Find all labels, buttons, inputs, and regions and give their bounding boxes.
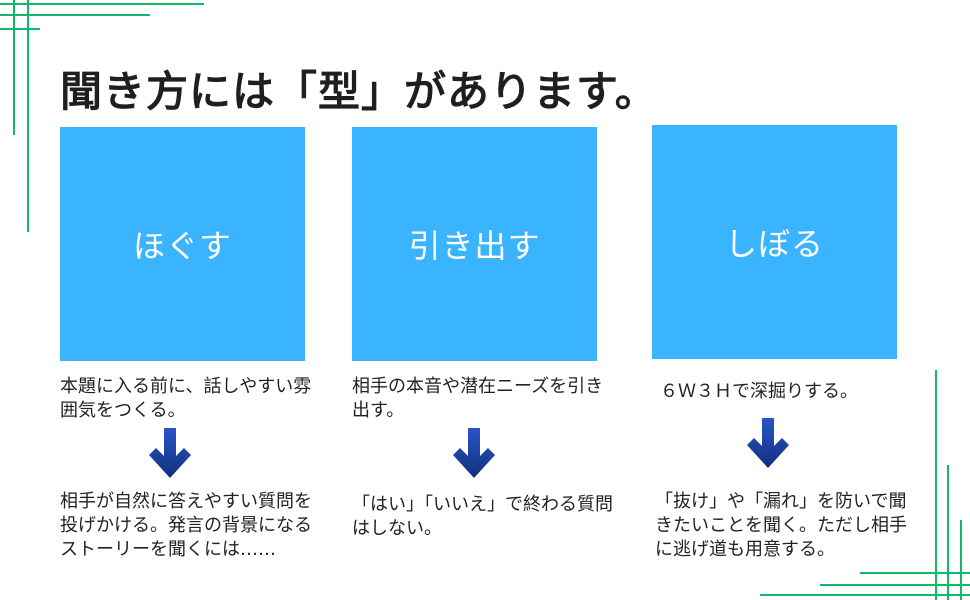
step-result: 「はい」「いいえ」で終わる質問はしない。: [352, 494, 613, 539]
step-label: しぼる: [724, 225, 824, 263]
step-description: ６Ｗ３Ｈで深掘りする。: [660, 381, 858, 402]
page-title: 聞き方には「型」があります。: [60, 67, 658, 116]
step-box-narrow-down: しぼる: [652, 125, 897, 359]
step-box-draw-out: 引き出す: [352, 127, 597, 361]
step-result: 相手が自然に答えやすい質問を投げかける。発言の背景になるストーリーを聞くには……: [60, 491, 312, 560]
step-box-loosen: ほぐす: [60, 127, 305, 361]
down-arrow-icon: [149, 428, 191, 478]
step-label: ほぐす: [132, 227, 232, 265]
step-description: 本題に入る前に、話しやすい雰囲気をつくる。: [60, 376, 312, 421]
down-arrow-icon: [453, 428, 495, 478]
step-description: 相手の本音や潜在ニーズを引き出す。: [352, 376, 604, 421]
step-result: 「抜け」や「漏れ」を防いで聞きたいことを聞く。ただし相手に逃げ道も用意する。: [655, 491, 907, 560]
down-arrow-icon: [747, 418, 789, 468]
step-label: 引き出す: [408, 227, 541, 265]
